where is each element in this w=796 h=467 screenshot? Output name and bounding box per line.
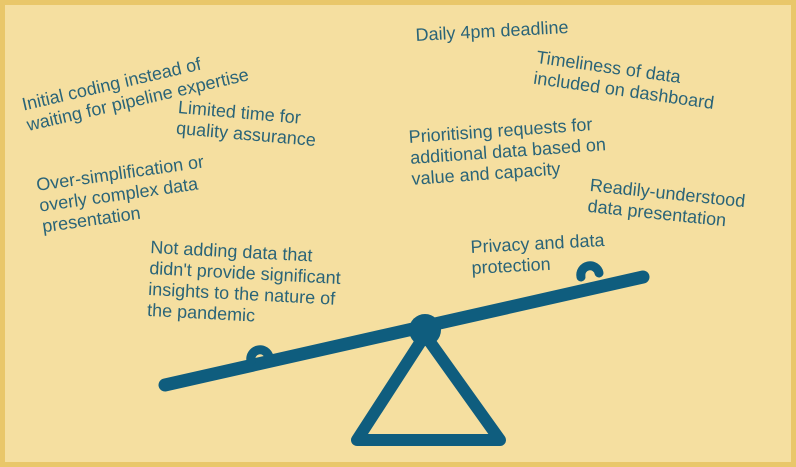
seesaw-handle-right — [576, 261, 604, 282]
seesaw-beam — [158, 270, 650, 392]
seesaw-icon — [158, 261, 650, 446]
seesaw-handle-left — [246, 345, 274, 366]
challenge-not-adding-data: Not adding data that didn't provide sign… — [147, 237, 343, 331]
priority-privacy: Privacy and data protection — [470, 230, 606, 279]
seesaw-fulcrum — [351, 329, 506, 446]
seesaw-pivot — [409, 314, 441, 346]
